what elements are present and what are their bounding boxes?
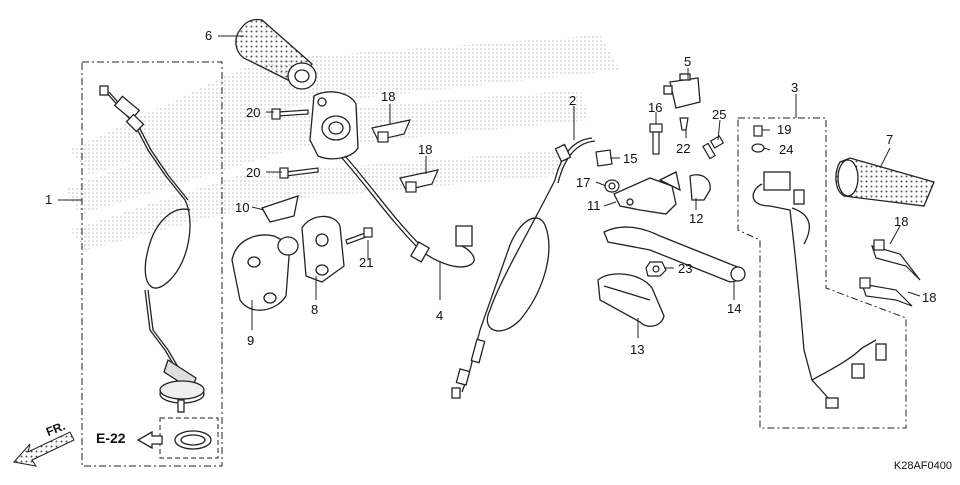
callout-15: 15 — [623, 151, 638, 166]
callout-2: 2 — [569, 93, 577, 108]
small-fasteners — [595, 117, 725, 193]
callout-21: 21 — [359, 255, 374, 270]
callout-4: 4 — [436, 308, 444, 323]
part-18-clamps — [371, 119, 440, 193]
leader-lines — [58, 35, 921, 338]
part-4-cable — [341, 155, 475, 268]
callout-5: 5 — [684, 54, 692, 69]
callout-18-d: 18 — [922, 290, 937, 305]
part-7-grip — [835, 157, 935, 207]
callout-23: 23 — [678, 261, 693, 276]
callout-24: 24 — [779, 142, 794, 157]
part-2-cable — [451, 137, 596, 399]
section-ref-arrow — [136, 430, 212, 450]
part-5-switch — [663, 73, 701, 109]
callout-20-a: 20 — [246, 105, 261, 120]
callout-14: 14 — [727, 301, 742, 316]
throttle-housing — [309, 91, 359, 160]
part-8-bracket — [301, 215, 345, 283]
callout-18-b: 18 — [418, 142, 433, 157]
callout-13: 13 — [630, 342, 645, 357]
part-11-14-lever — [603, 171, 746, 283]
callout-6: 6 — [205, 28, 213, 43]
callout-18-c: 18 — [894, 214, 909, 229]
section-ref-label: E-22 — [96, 430, 126, 446]
callout-25: 25 — [712, 107, 727, 122]
callout-22: 22 — [676, 141, 691, 156]
callout-12: 12 — [689, 211, 704, 226]
callout-11: 11 — [587, 198, 601, 213]
callout-17: 17 — [576, 175, 591, 190]
part-1-cable — [99, 85, 205, 413]
callout-1: 1 — [45, 192, 53, 207]
group-box-left — [81, 61, 223, 467]
part-20-screws — [271, 108, 319, 179]
part-18-clamps-right — [859, 239, 921, 307]
diagram-ref-code: K28AF0400 — [893, 460, 952, 472]
callout-7: 7 — [886, 132, 894, 147]
callout-8: 8 — [311, 302, 319, 317]
front-arrow-icon — [13, 431, 75, 467]
part-6-grip — [235, 18, 317, 90]
group-box-right — [737, 117, 907, 429]
callout-19: 19 — [777, 122, 792, 137]
callout-10: 10 — [235, 200, 250, 215]
callout-16: 16 — [648, 100, 663, 115]
part-13-cover — [597, 273, 665, 327]
part-23-nut — [645, 261, 667, 277]
callout-18-a: 18 — [381, 89, 396, 104]
brand-watermark — [65, 35, 620, 250]
callout-3: 3 — [791, 80, 799, 95]
part-21-screw — [345, 227, 373, 245]
callout-9: 9 — [247, 333, 255, 348]
part-9-10-housing — [231, 195, 299, 311]
part-3-harness — [752, 171, 887, 409]
callout-20-b: 20 — [246, 165, 261, 180]
